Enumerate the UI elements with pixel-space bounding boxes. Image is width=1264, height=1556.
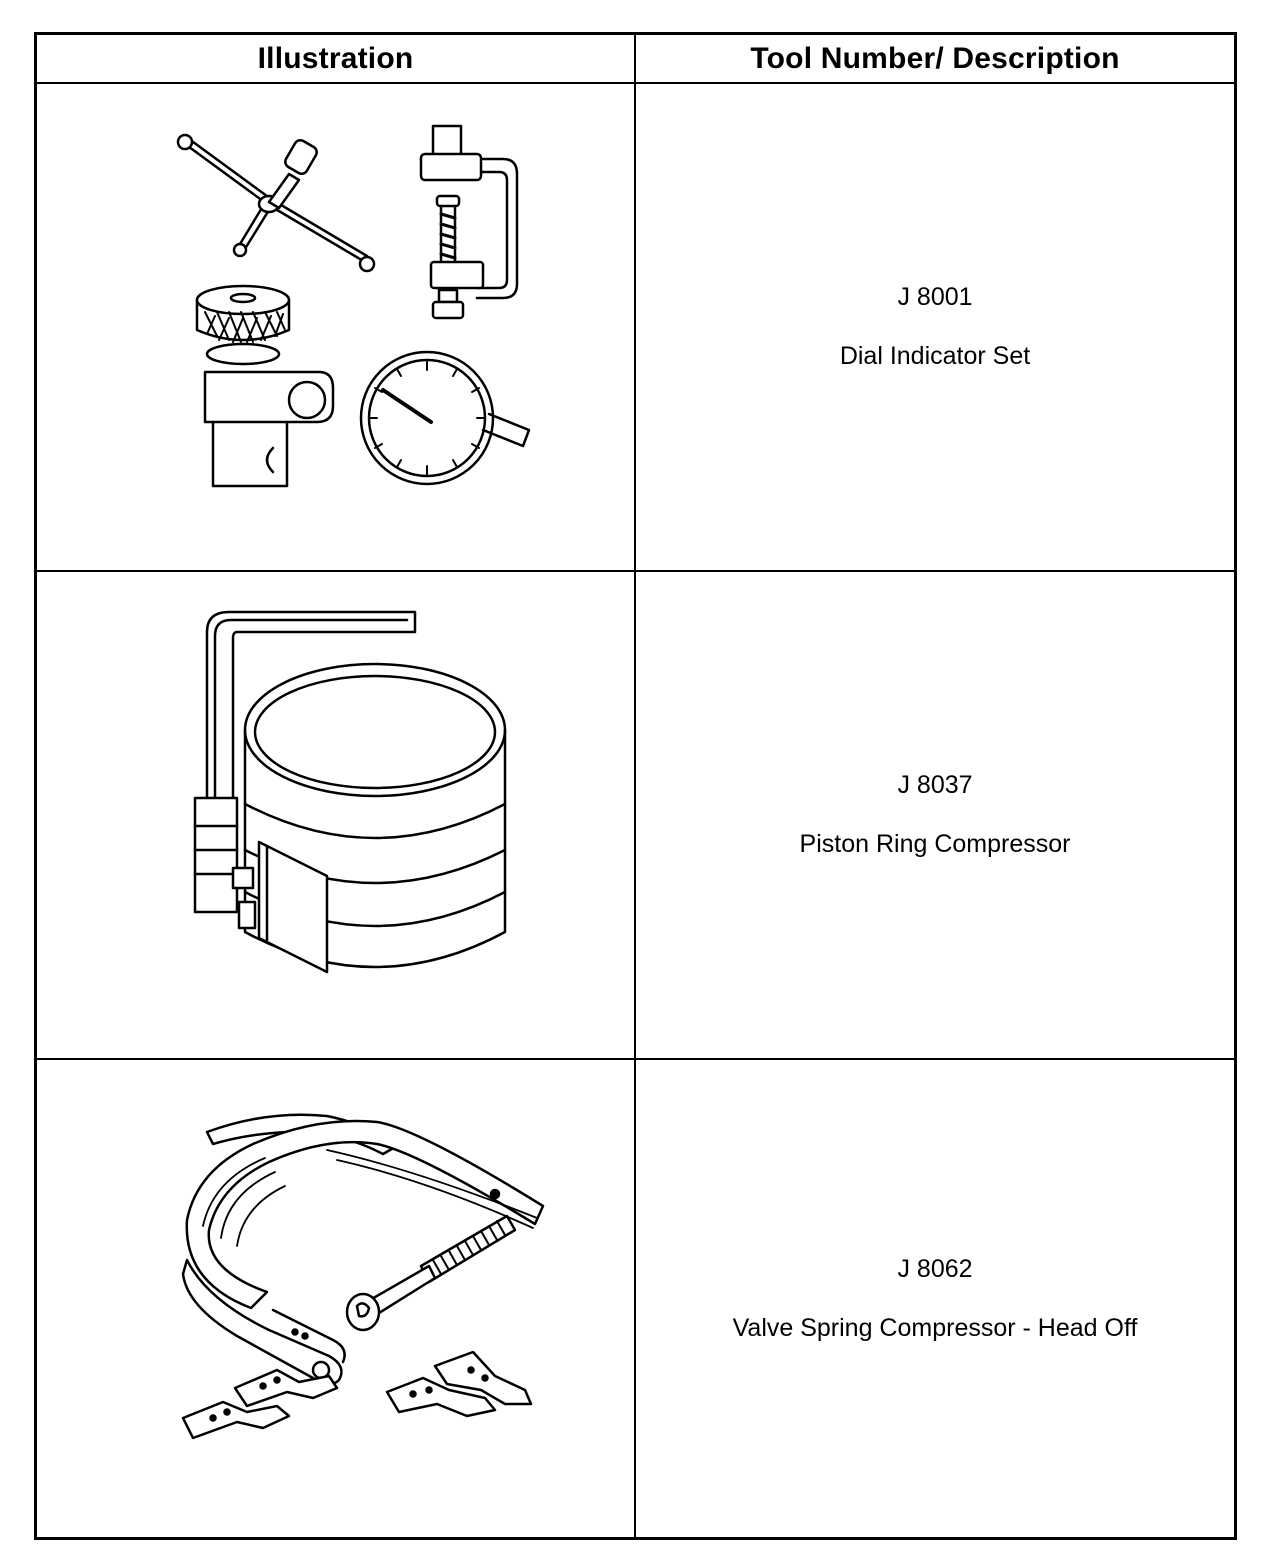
tool-number: J 8001 <box>897 283 973 311</box>
valve-spring-compressor-icon <box>181 1113 545 1440</box>
description-cell-2: J 8037 Piston Ring Compressor <box>636 572 1234 1060</box>
illustration-cell-3 <box>37 1060 636 1537</box>
dial-indicator-set-icon <box>176 124 531 488</box>
tool-description: Dial Indicator Set <box>839 342 1031 370</box>
tool-description: Valve Spring Compressor - Head Off <box>732 1313 1138 1342</box>
description-cell-3: J 8062 Valve Spring Compressor - Head Of… <box>636 1060 1234 1537</box>
header-illustration: Illustration <box>37 35 636 84</box>
illustration-cell-1 <box>37 84 636 572</box>
header-tool-description: Tool Number/ Description <box>636 35 1234 84</box>
illustration-cell-2 <box>37 572 636 1060</box>
tool-number: J 8062 <box>897 1254 973 1283</box>
piston-ring-compressor-icon <box>193 610 507 974</box>
tool-number: J 8037 <box>897 771 973 799</box>
tool-table: Illustration Tool Number/ Description <box>34 32 1237 1540</box>
tool-description: Piston Ring Compressor <box>799 830 1071 858</box>
description-cell-1: J 8001 Dial Indicator Set <box>636 84 1234 572</box>
